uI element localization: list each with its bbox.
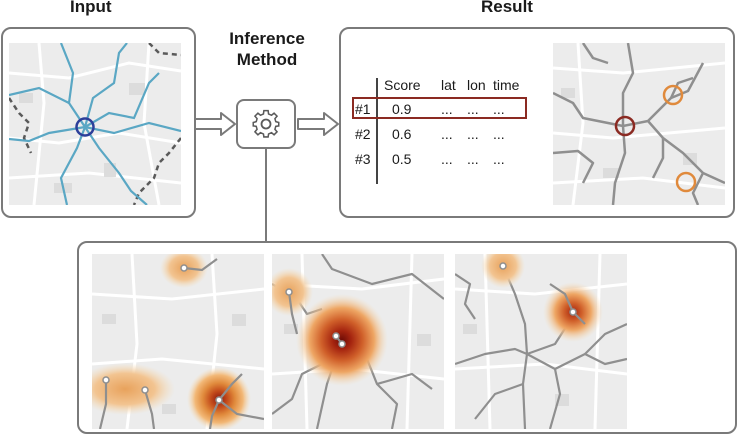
lon: ... — [467, 151, 479, 167]
result-marker-3 — [675, 171, 697, 193]
score: 0.6 — [392, 126, 412, 142]
rank: #3 — [355, 151, 371, 167]
header-lat: lat — [441, 77, 456, 93]
inference-method-box — [236, 99, 296, 149]
query-location-marker — [75, 117, 95, 137]
heat-blob — [92, 363, 175, 415]
time: ... — [493, 101, 505, 117]
input-title: Input — [70, 0, 112, 16]
heat-blob — [296, 294, 388, 386]
header-time: time — [493, 77, 520, 93]
header-lon: lon — [467, 77, 486, 93]
input-map — [9, 43, 181, 205]
lon: ... — [467, 101, 479, 117]
score: 0.5 — [392, 151, 412, 167]
top-result-highlight — [352, 97, 527, 119]
heatmap-map-1 — [92, 254, 264, 429]
result-map — [553, 43, 725, 205]
table-divider — [376, 78, 378, 184]
heatmap-map-2 — [272, 254, 444, 429]
lat: ... — [441, 101, 453, 117]
time: ... — [493, 151, 505, 167]
method-title-line1: Inference — [229, 29, 305, 48]
heat-blob — [481, 254, 525, 288]
arrow-right-icon — [297, 112, 339, 136]
lat: ... — [441, 126, 453, 142]
connector-line — [265, 149, 267, 241]
result-title: Result — [481, 0, 533, 16]
header-score: Score — [384, 77, 421, 93]
gear-icon — [252, 109, 280, 138]
score: 0.9 — [392, 101, 412, 117]
arrow-right-icon — [194, 112, 236, 136]
top-result-marker — [614, 115, 636, 137]
result-marker-2 — [662, 84, 684, 106]
rank: #2 — [355, 126, 371, 142]
time: ... — [493, 126, 505, 142]
heatmap-map-3 — [455, 254, 627, 429]
lat: ... — [441, 151, 453, 167]
method-title-line2: Method — [236, 50, 298, 69]
lon: ... — [467, 126, 479, 142]
rank: #1 — [355, 101, 371, 117]
